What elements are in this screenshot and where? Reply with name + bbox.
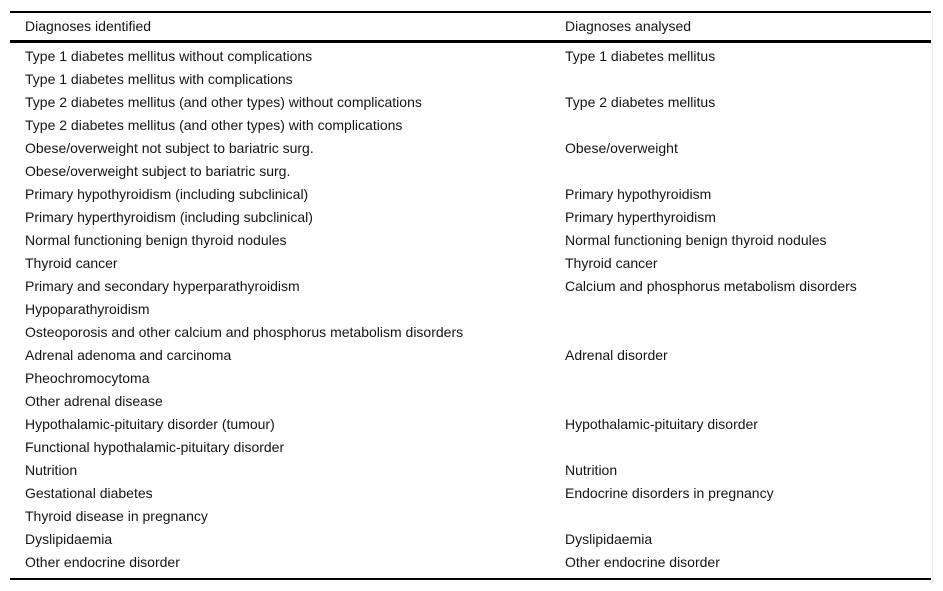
cell-diagnosis-identified: Thyroid cancer [25, 255, 118, 271]
table-body: Type 1 diabetes mellitus without complic… [10, 43, 931, 578]
cell-diagnosis-identified: Primary and secondary hyperparathyroidis… [25, 278, 300, 294]
cell-diagnosis-identified: Thyroid disease in pregnancy [25, 508, 208, 524]
cell-diagnosis-identified: Dyslipidaemia [25, 531, 113, 547]
column-header-diagnoses-identified: Diagnoses identified [25, 18, 152, 34]
cell-diagnosis-identified: Gestational diabetes [25, 485, 153, 501]
table-row: Pheochromocytoma [10, 367, 931, 390]
table-row: Type 2 diabetes mellitus (and other type… [10, 91, 931, 114]
cell-diagnosis-analysed: Normal functioning benign thyroid nodule… [565, 232, 827, 248]
table-row: Normal functioning benign thyroid nodule… [10, 229, 931, 252]
cell-diagnosis-identified: Nutrition [25, 462, 78, 478]
cell-diagnosis-analysed: Other endocrine disorder [565, 554, 720, 570]
cell-diagnosis-analysed: Thyroid cancer [565, 255, 658, 271]
table-row: Osteoporosis and other calcium and phosp… [10, 321, 931, 344]
cell-diagnosis-identified: Obese/overweight subject to bariatric su… [25, 163, 291, 179]
cell-diagnosis-identified: Type 2 diabetes mellitus (and other type… [25, 94, 422, 110]
cell-diagnosis-identified: Primary hypothyroidism (including subcli… [25, 186, 309, 202]
table-row: Nutrition Nutrition [10, 459, 931, 482]
table-row: Adrenal adenoma and carcinoma Adrenal dis… [10, 344, 931, 367]
table-row: Hypothalamic-pituitary disorder (tumour)… [10, 413, 931, 436]
table-row: Type 1 diabetes mellitus with complicati… [10, 68, 931, 91]
table-row: Dyslipidaemia Dyslipidaemia [10, 528, 931, 551]
table-row: Type 2 diabetes mellitus (and other type… [10, 114, 931, 137]
cell-diagnosis-identified: Pheochromocytoma [25, 370, 150, 386]
table-header-row: Diagnoses identified Diagnoses analysed [10, 13, 931, 43]
cell-diagnosis-identified: Adrenal adenoma and carcinoma [25, 347, 232, 363]
cell-diagnosis-analysed: Endocrine disorders in pregnancy [565, 485, 774, 501]
cell-diagnosis-analysed: Dyslipidaemia [565, 531, 653, 547]
cell-diagnosis-analysed: Primary hyperthyroidism [565, 209, 716, 225]
table-row: Gestational diabetes Endocrine disorders … [10, 482, 931, 505]
table-row: Primary hyperthyroidism (including subcl… [10, 206, 931, 229]
cell-diagnosis-identified: Hypoparathyroidism [25, 301, 150, 317]
table-row: Primary hypothyroidism (including subcli… [10, 183, 931, 206]
cell-diagnosis-identified: Osteoporosis and other calcium and phosp… [25, 324, 464, 340]
cell-diagnosis-analysed: Type 1 diabetes mellitus [565, 48, 716, 64]
cell-diagnosis-identified: Type 2 diabetes mellitus (and other type… [25, 117, 403, 133]
cell-diagnosis-analysed: Obese/overweight [565, 140, 678, 156]
cell-diagnosis-identified: Functional hypothalamic-pituitary disord… [25, 439, 285, 455]
cell-diagnosis-analysed: Primary hypothyroidism [565, 186, 712, 202]
cell-diagnosis-identified: Type 1 diabetes mellitus with complicati… [25, 71, 293, 87]
table-row: Primary and secondary hyperparathyroidis… [10, 275, 931, 298]
table-row: Type 1 diabetes mellitus without complic… [10, 45, 931, 68]
cell-diagnosis-identified: Hypothalamic-pituitary disorder (tumour) [25, 416, 275, 432]
table-row: Obese/overweight subject to bariatric su… [10, 160, 931, 183]
table-row: Functional hypothalamic-pituitary disord… [10, 436, 931, 459]
cell-diagnosis-identified: Primary hyperthyroidism (including subcl… [25, 209, 313, 225]
cell-diagnosis-analysed: Hypothalamic-pituitary disorder [565, 416, 758, 432]
cell-diagnosis-identified: Obese/overweight not subject to bariatri… [25, 140, 314, 156]
table-row: Thyroid cancer Thyroid cancer [10, 252, 931, 275]
cell-diagnosis-analysed: Calcium and phosphorus metabolism disord… [565, 278, 857, 294]
table-row: Obese/overweight not subject to bariatri… [10, 137, 931, 160]
cell-diagnosis-identified: Other adrenal disease [25, 393, 163, 409]
cell-diagnosis-analysed: Adrenal disorder [565, 347, 668, 363]
cell-diagnosis-analysed: Nutrition [565, 462, 618, 478]
table-row: Thyroid disease in pregnancy [10, 505, 931, 528]
cell-diagnosis-identified: Type 1 diabetes mellitus without complic… [25, 48, 313, 64]
scan-edge-line [932, 14, 933, 584]
table-row: Other endocrine disorder Other endocrine … [10, 551, 931, 574]
cell-diagnosis-identified: Normal functioning benign thyroid nodule… [25, 232, 287, 248]
column-header-diagnoses-analysed: Diagnoses analysed [565, 18, 692, 34]
cell-diagnosis-analysed: Type 2 diabetes mellitus [565, 94, 716, 110]
table-row: Hypoparathyroidism [10, 298, 931, 321]
table-row: Other adrenal disease [10, 390, 931, 413]
cell-diagnosis-identified: Other endocrine disorder [25, 554, 180, 570]
diagnoses-table: Diagnoses identified Diagnoses analysed … [10, 11, 931, 580]
